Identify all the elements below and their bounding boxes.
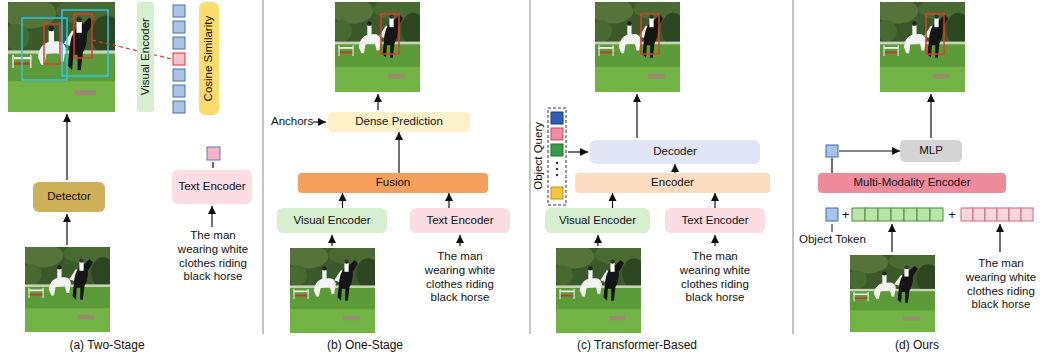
input-text: The man wearing white clothes riding bla… [960, 257, 1042, 312]
box-label: Multi-Modality Encoder [854, 176, 971, 189]
flow-arrow [448, 193, 449, 208]
box-label: Encoder [651, 176, 694, 189]
input-text: The man wearing white clothes riding bla… [418, 250, 502, 305]
box-label: MLP [919, 144, 943, 157]
box-label: Detector [47, 190, 90, 203]
input-text: The man wearing white clothes riding bla… [673, 250, 757, 305]
prediction-box: Dense Prediction [328, 112, 470, 132]
box-label: Visual Encoder [139, 18, 152, 95]
box-label: Decoder [653, 145, 696, 158]
panel-caption: (a) Two-Stage [47, 338, 167, 352]
token-label: Object Token [799, 233, 866, 247]
encoder-box: Encoder [575, 173, 770, 193]
flow-arrow [674, 164, 675, 173]
anchor-label: Anchors [271, 115, 313, 129]
box-label: Fusion [376, 176, 411, 189]
fusion-box: Fusion [298, 173, 488, 193]
encoder-box: Multi-Modality Encoder [818, 173, 1006, 193]
panel-caption: (b) One-Stage [305, 338, 425, 352]
mlp-box: MLP [900, 140, 962, 162]
encoder-box: Text Encoder [410, 208, 510, 233]
box-label: Dense Prediction [355, 115, 443, 128]
flow-arrow [612, 193, 613, 208]
detector-box: Detector [33, 182, 105, 212]
input-text: The man wearing white clothes riding bla… [172, 229, 254, 284]
box-label: Text Encoder [426, 214, 493, 227]
box-label: Text Encoder [681, 214, 748, 227]
panel-caption: (d) Ours [857, 338, 977, 352]
box-label: Visual Encoder [293, 214, 370, 227]
flow-arrow [832, 151, 900, 173]
flow-arrow [714, 193, 715, 208]
encoder-box: Visual Encoder [545, 208, 650, 233]
encoder-box: Visual Encoder [277, 208, 387, 233]
box-label: Visual Encoder [559, 214, 636, 227]
plus-sign: + [839, 207, 852, 223]
flow-arrow [342, 193, 343, 208]
encoder-bar: Visual Encoder [137, 2, 154, 112]
panel-caption: (c) Transformer-Based [567, 338, 707, 352]
encoder-box: Text Encoder [665, 208, 765, 233]
decoder-box: Decoder [590, 140, 760, 164]
plus-sign: + [943, 207, 961, 223]
encoder-box: Text Encoder [172, 170, 252, 204]
flow-arrow [398, 132, 399, 173]
similarity-bar: Cosine Similarity [199, 2, 219, 115]
query-label: Object Query [532, 111, 546, 201]
box-label: Text Encoder [178, 180, 245, 193]
box-label: Cosine Similarity [202, 16, 215, 102]
